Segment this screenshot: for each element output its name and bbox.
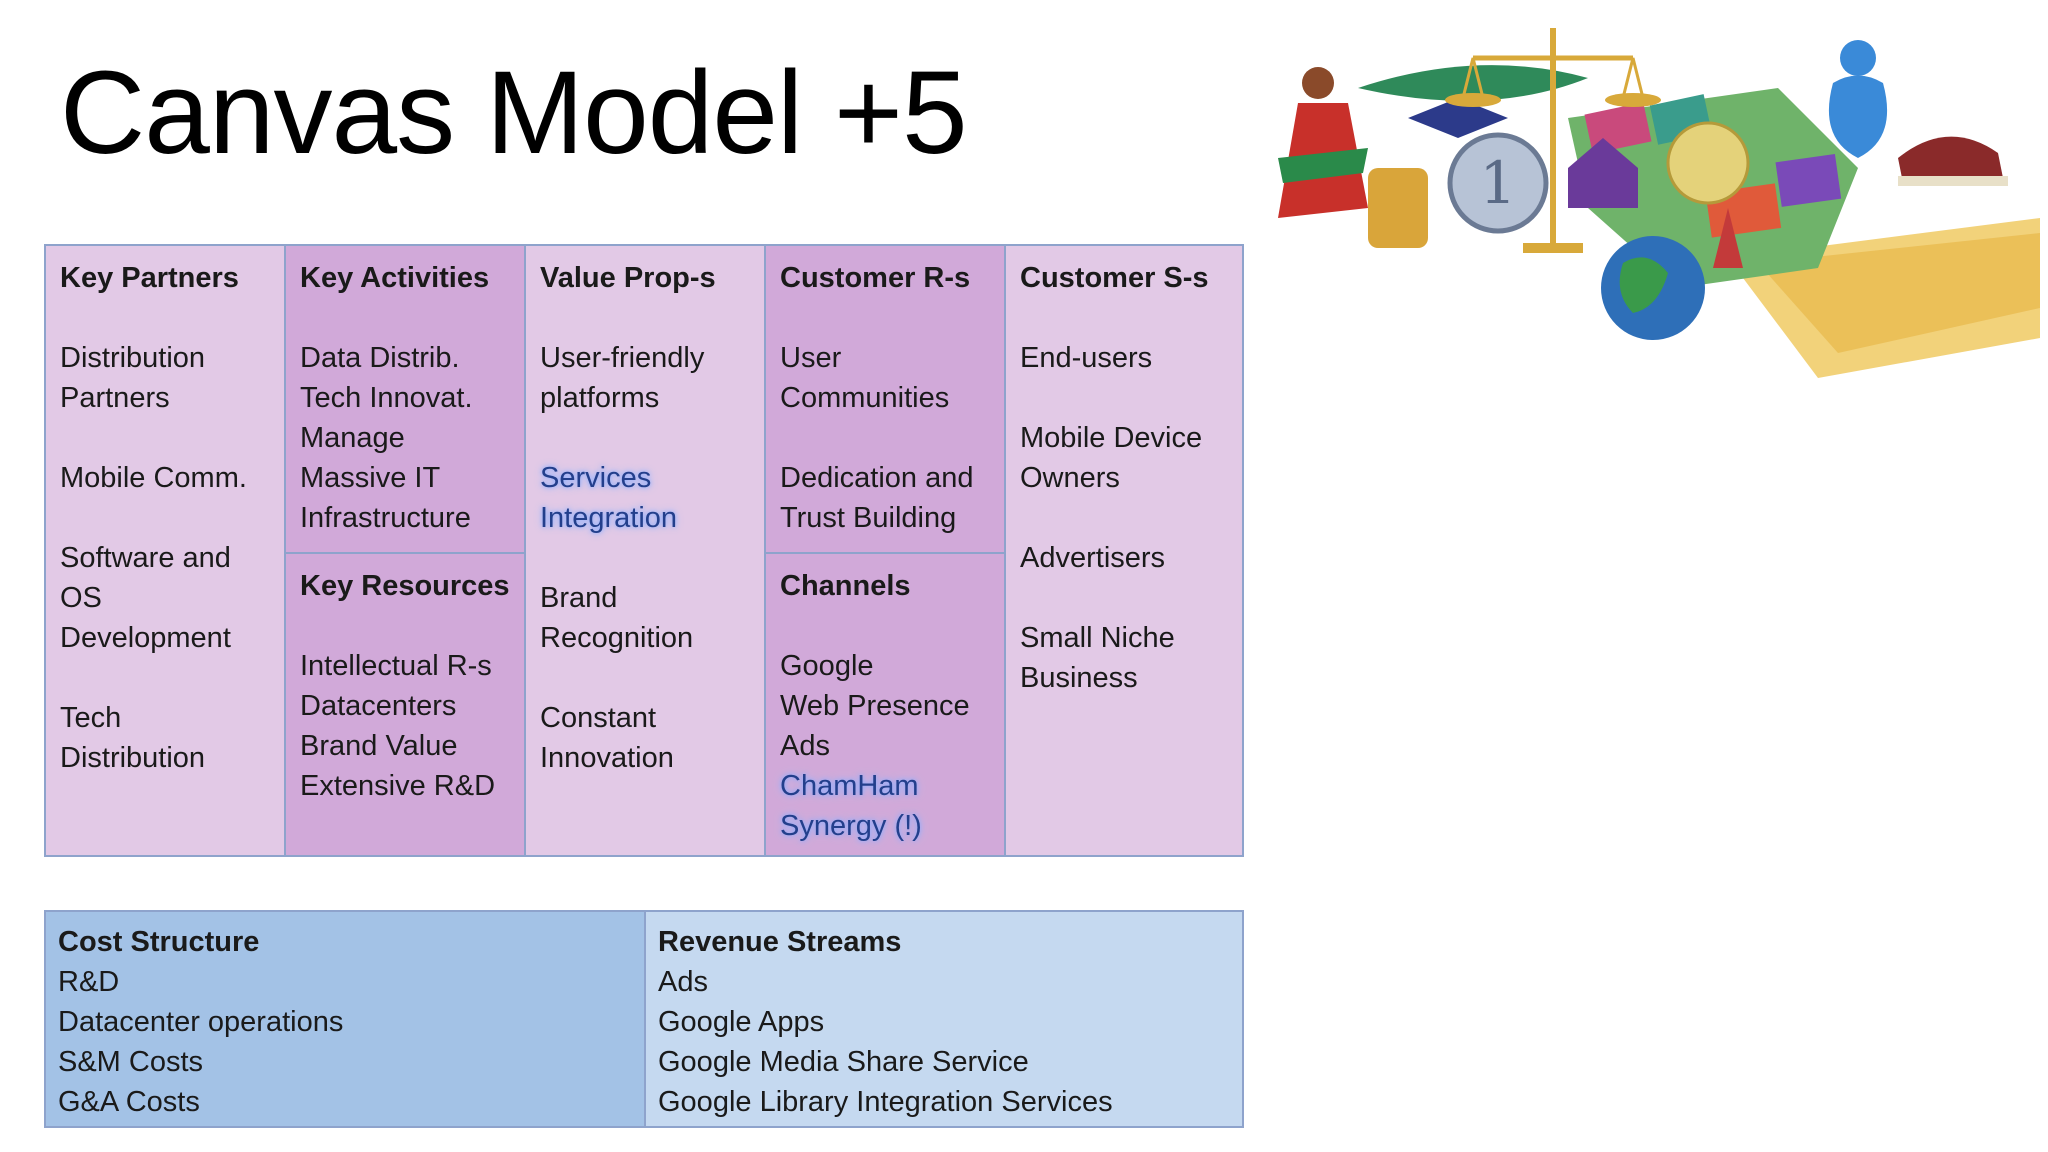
list-item: Data Distrib.: [300, 342, 460, 374]
drum: [1368, 168, 1428, 248]
scale-pan-right: [1605, 93, 1661, 107]
rocket: [1713, 208, 1743, 268]
patch: [1775, 154, 1842, 207]
leaf: [1358, 65, 1588, 101]
coin-icon: [1447, 132, 1549, 234]
page-title: Canvas Model +5: [60, 47, 968, 179]
list-item: End-users: [1020, 342, 1153, 374]
officer-cap: [1898, 136, 2003, 183]
list-item: Intellectual R-s: [300, 650, 492, 682]
revenue-streams-cell: Revenue Streams Ads Google Apps Google M…: [646, 912, 1242, 1126]
list-item: Distribution Partners: [60, 342, 206, 414]
list-item: Software and OS Development: [60, 542, 231, 654]
cost-structure-heading: Cost Structure: [58, 926, 260, 958]
coin-number: 1: [1480, 149, 1517, 217]
list-item: Brand Recognition: [540, 582, 694, 654]
list-item: User-friendly platforms: [540, 342, 705, 414]
key-resources-heading: Key Resources: [300, 570, 510, 602]
customer-relationships-heading: Customer R-s: [780, 262, 971, 294]
key-partners-cell: Key Partners Distribution Partners Mobil…: [46, 246, 286, 855]
cost-revenue-table: Cost Structure R&D Datacenter operations…: [44, 910, 1244, 1128]
list-item: R&D: [58, 966, 120, 998]
list-item: Google Media Share Service: [658, 1046, 1029, 1078]
list-item: Datacenters: [300, 690, 457, 722]
list-item: Mobile Comm.: [60, 462, 247, 494]
list-item: Constant Innovation: [540, 702, 674, 774]
highlighted-list-item: Services Integration: [540, 462, 678, 534]
figure-head: [1302, 67, 1334, 99]
customer-segments-heading: Customer S-s: [1020, 262, 1209, 294]
list-item: Dedication and Trust Building: [780, 462, 974, 534]
list-item: Web Presence: [780, 690, 970, 722]
house-icon: [1568, 138, 1638, 208]
list-item: Tech Distribution: [60, 702, 206, 774]
value-propositions-heading: Value Prop-s: [540, 262, 716, 294]
scale-base: [1523, 243, 1583, 253]
highlighted-list-item: ChamHam: [780, 770, 919, 802]
channels-heading: Channels: [780, 570, 911, 602]
list-item: Tech Innovat.: [300, 382, 473, 414]
list-item: Brand Value: [300, 730, 458, 762]
list-item: User Communities: [780, 342, 950, 414]
key-partners-heading: Key Partners: [60, 262, 239, 294]
list-item: Ads: [658, 966, 708, 998]
list-item: Manage Massive IT Infrastructure: [300, 422, 471, 534]
scale-string-right: [1621, 57, 1645, 100]
list-item: Ads: [780, 730, 830, 762]
list-item: Google Apps: [658, 1006, 825, 1038]
scale-pan-left: [1445, 93, 1501, 107]
list-item: Advertisers: [1020, 542, 1166, 574]
illustration-doodle-icon: 1: [1278, 28, 2040, 378]
channels-cell: Channels Google Web Presence Ads ChamHam…: [766, 554, 1006, 855]
customer-relationships-cell: Customer R-s User Communities Dedication…: [766, 246, 1006, 554]
business-model-canvas: Key Partners Distribution Partners Mobil…: [44, 244, 1244, 857]
moon: [1666, 121, 1750, 205]
cap-band: [1898, 176, 2008, 186]
highlighted-list-item: Synergy (!): [780, 810, 922, 842]
list-item: Google Library Integration Services: [658, 1086, 1113, 1118]
figure-blue-body: [1828, 75, 1888, 158]
key-activities-cell: Key Activities Data Distrib. Tech Innova…: [286, 246, 526, 554]
key-activities-heading: Key Activities: [300, 262, 490, 294]
revenue-streams-heading: Revenue Streams: [658, 926, 902, 958]
list-item: S&M Costs: [58, 1046, 204, 1078]
graduation-cap: [1408, 98, 1508, 138]
value-propositions-cell: Value Prop-s User-friendly platforms Ser…: [526, 246, 766, 855]
list-item: Google: [780, 650, 874, 682]
list-item: Extensive R&D: [300, 770, 496, 802]
list-item: Small Niche Business: [1020, 622, 1175, 694]
sand-strip-shade: [1758, 233, 2040, 353]
customer-segments-cell: Customer S-s End-users Mobile Device Own…: [1006, 246, 1242, 855]
list-item: G&A Costs: [58, 1086, 200, 1118]
continent: [1619, 257, 1668, 313]
key-resources-cell: Key Resources Intellectual R-s Datacente…: [286, 554, 526, 855]
figure-blue-head: [1840, 40, 1876, 76]
figure-belt: [1278, 148, 1368, 183]
cost-structure-cell: Cost Structure R&D Datacenter operations…: [46, 912, 646, 1126]
list-item: Mobile Device Owners: [1020, 422, 1203, 494]
list-item: Datacenter operations: [58, 1006, 344, 1038]
